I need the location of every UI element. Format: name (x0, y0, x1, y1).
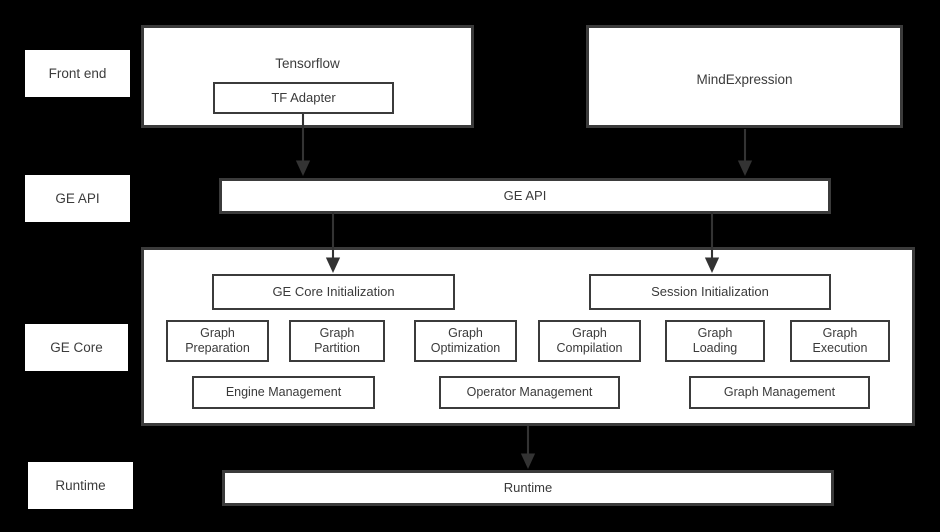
manager-label: Operator Management (466, 385, 593, 400)
module-graph-loading[interactable]: Graph Loading (665, 320, 765, 362)
module-graph-optimization[interactable]: Graph Optimization (414, 320, 517, 362)
session-initialization-label: Session Initialization (651, 284, 769, 300)
module-graph-partition[interactable]: Graph Partition (289, 320, 385, 362)
layer-label-runtime: Runtime (28, 462, 133, 509)
tf-adapter-box[interactable]: TF Adapter (213, 82, 394, 114)
layer-label-front-end: Front end (25, 50, 130, 97)
module-graph-preparation[interactable]: Graph Preparation (166, 320, 269, 362)
module-graph-compilation[interactable]: Graph Compilation (538, 320, 641, 362)
session-initialization-box[interactable]: Session Initialization (589, 274, 831, 310)
module-graph-execution[interactable]: Graph Execution (790, 320, 890, 362)
mindexpression-panel: MindExpression (586, 25, 903, 128)
layer-label-text: GE API (55, 190, 100, 206)
layer-label-text: Front end (48, 65, 107, 81)
runtime-bar-label: Runtime (503, 480, 553, 496)
module-label: Graph Partition (314, 326, 360, 355)
module-label: Graph Optimization (430, 326, 501, 355)
manager-operator-management[interactable]: Operator Management (439, 376, 620, 409)
ge-api-bar-label: GE API (503, 188, 547, 204)
layer-label-text: GE Core (50, 339, 103, 355)
layer-label-ge-api: GE API (25, 175, 130, 222)
module-label: Graph Preparation (185, 326, 250, 355)
tf-adapter-label: TF Adapter (271, 90, 336, 106)
manager-label: Graph Management (723, 385, 836, 400)
module-label: Graph Loading (692, 326, 738, 355)
module-label: Graph Execution (812, 326, 868, 355)
runtime-bar[interactable]: Runtime (222, 470, 834, 506)
layer-label-text: Runtime (55, 477, 106, 493)
ge-core-initialization-box[interactable]: GE Core Initialization (212, 274, 455, 310)
layer-label-ge-core: GE Core (25, 324, 128, 371)
ge-core-initialization-label: GE Core Initialization (272, 284, 395, 300)
mindexpression-label: MindExpression (696, 72, 793, 87)
module-label: Graph Compilation (556, 326, 623, 355)
manager-engine-management[interactable]: Engine Management (192, 376, 375, 409)
ge-api-bar[interactable]: GE API (219, 178, 831, 214)
manager-label: Engine Management (225, 385, 342, 400)
tensorflow-label: Tensorflow (275, 56, 340, 71)
manager-graph-management[interactable]: Graph Management (689, 376, 870, 409)
